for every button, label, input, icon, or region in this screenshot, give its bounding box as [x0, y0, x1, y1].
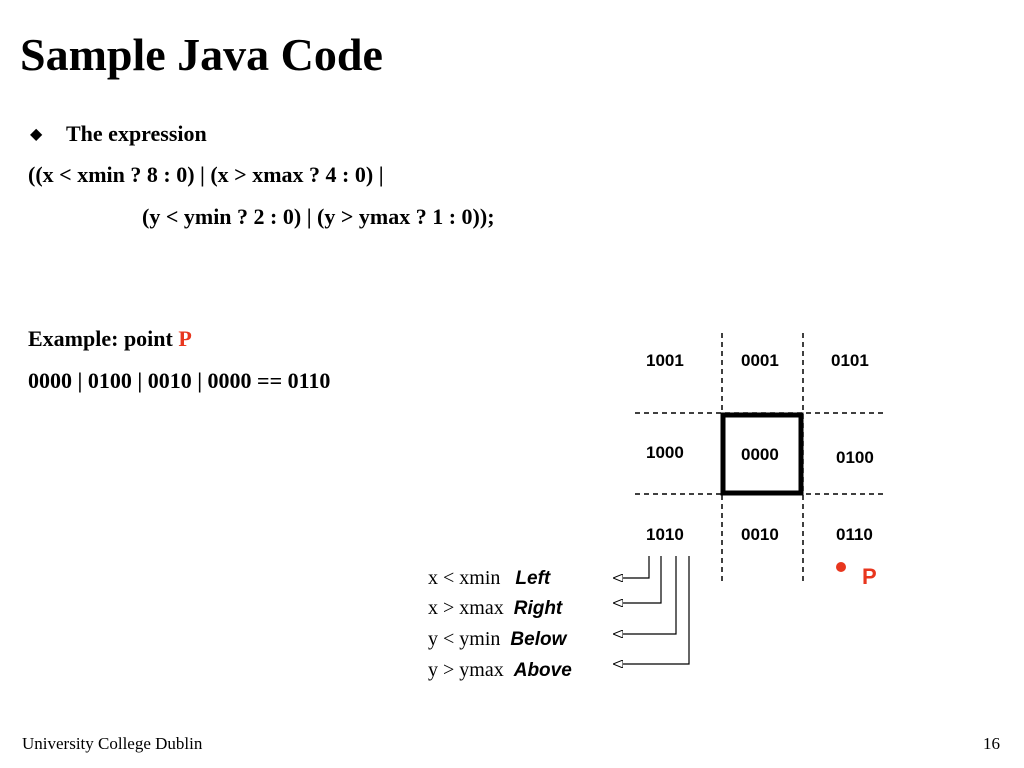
code-bot-right: 0110: [836, 525, 873, 544]
code-bot-left: 1010: [646, 525, 684, 544]
code-mid-center: 0000: [741, 445, 779, 464]
example-heading: Example: point P: [28, 326, 192, 352]
legend-condition: y > ymax: [428, 659, 504, 681]
bullet-text: The expression: [66, 121, 207, 146]
code-top-left: 1001: [646, 351, 684, 370]
code-mid-right: 0100: [836, 448, 874, 467]
legend-row-left: x < xmin Left: [428, 566, 550, 591]
expression-line-2: (y < ymin ? 2 : 0) | (y > ymax ? 1 : 0))…: [142, 204, 495, 229]
expression-line-1: ((x < xmin ? 8 : 0) | (x > xmax ? 4 : 0)…: [28, 162, 384, 187]
code-top-center: 0001: [741, 351, 779, 370]
diamond-bullet-icon: ◆: [30, 126, 43, 143]
legend-row-below: y < ymin Below: [428, 627, 566, 652]
clip-window: [720, 412, 804, 496]
point-p-marker: [836, 562, 846, 572]
code-top-right: 0101: [831, 351, 869, 370]
legend-label: Below: [510, 629, 567, 650]
connector-below: [614, 556, 677, 634]
legend-condition: y < ymin: [428, 628, 501, 650]
legend-row-right: x > xmax Right: [428, 596, 562, 621]
legend-label: Above: [513, 660, 572, 681]
example-calculation: 0000 | 0100 | 0010 | 0000 == 0110: [28, 368, 331, 393]
example-prefix: Example: point: [28, 326, 179, 351]
legend-condition: x < xmin: [428, 567, 501, 589]
legend-condition: x > xmax: [428, 597, 504, 619]
connector-above: [614, 556, 690, 664]
code-bot-center: 0010: [741, 525, 779, 544]
legend-row-above: y > ymax Above: [428, 658, 572, 683]
point-p-label: P: [862, 564, 877, 589]
example-point-label: P: [178, 326, 192, 351]
code-mid-left: 1000: [646, 443, 684, 462]
connector-left: [614, 556, 650, 578]
footer-institution: University College Dublin: [22, 734, 203, 753]
connector-right: [614, 556, 662, 603]
legend-label: Left: [515, 568, 551, 589]
slide-title: Sample Java Code: [20, 29, 383, 80]
footer-page-number: 16: [983, 734, 1000, 753]
legend-label: Right: [513, 598, 563, 619]
